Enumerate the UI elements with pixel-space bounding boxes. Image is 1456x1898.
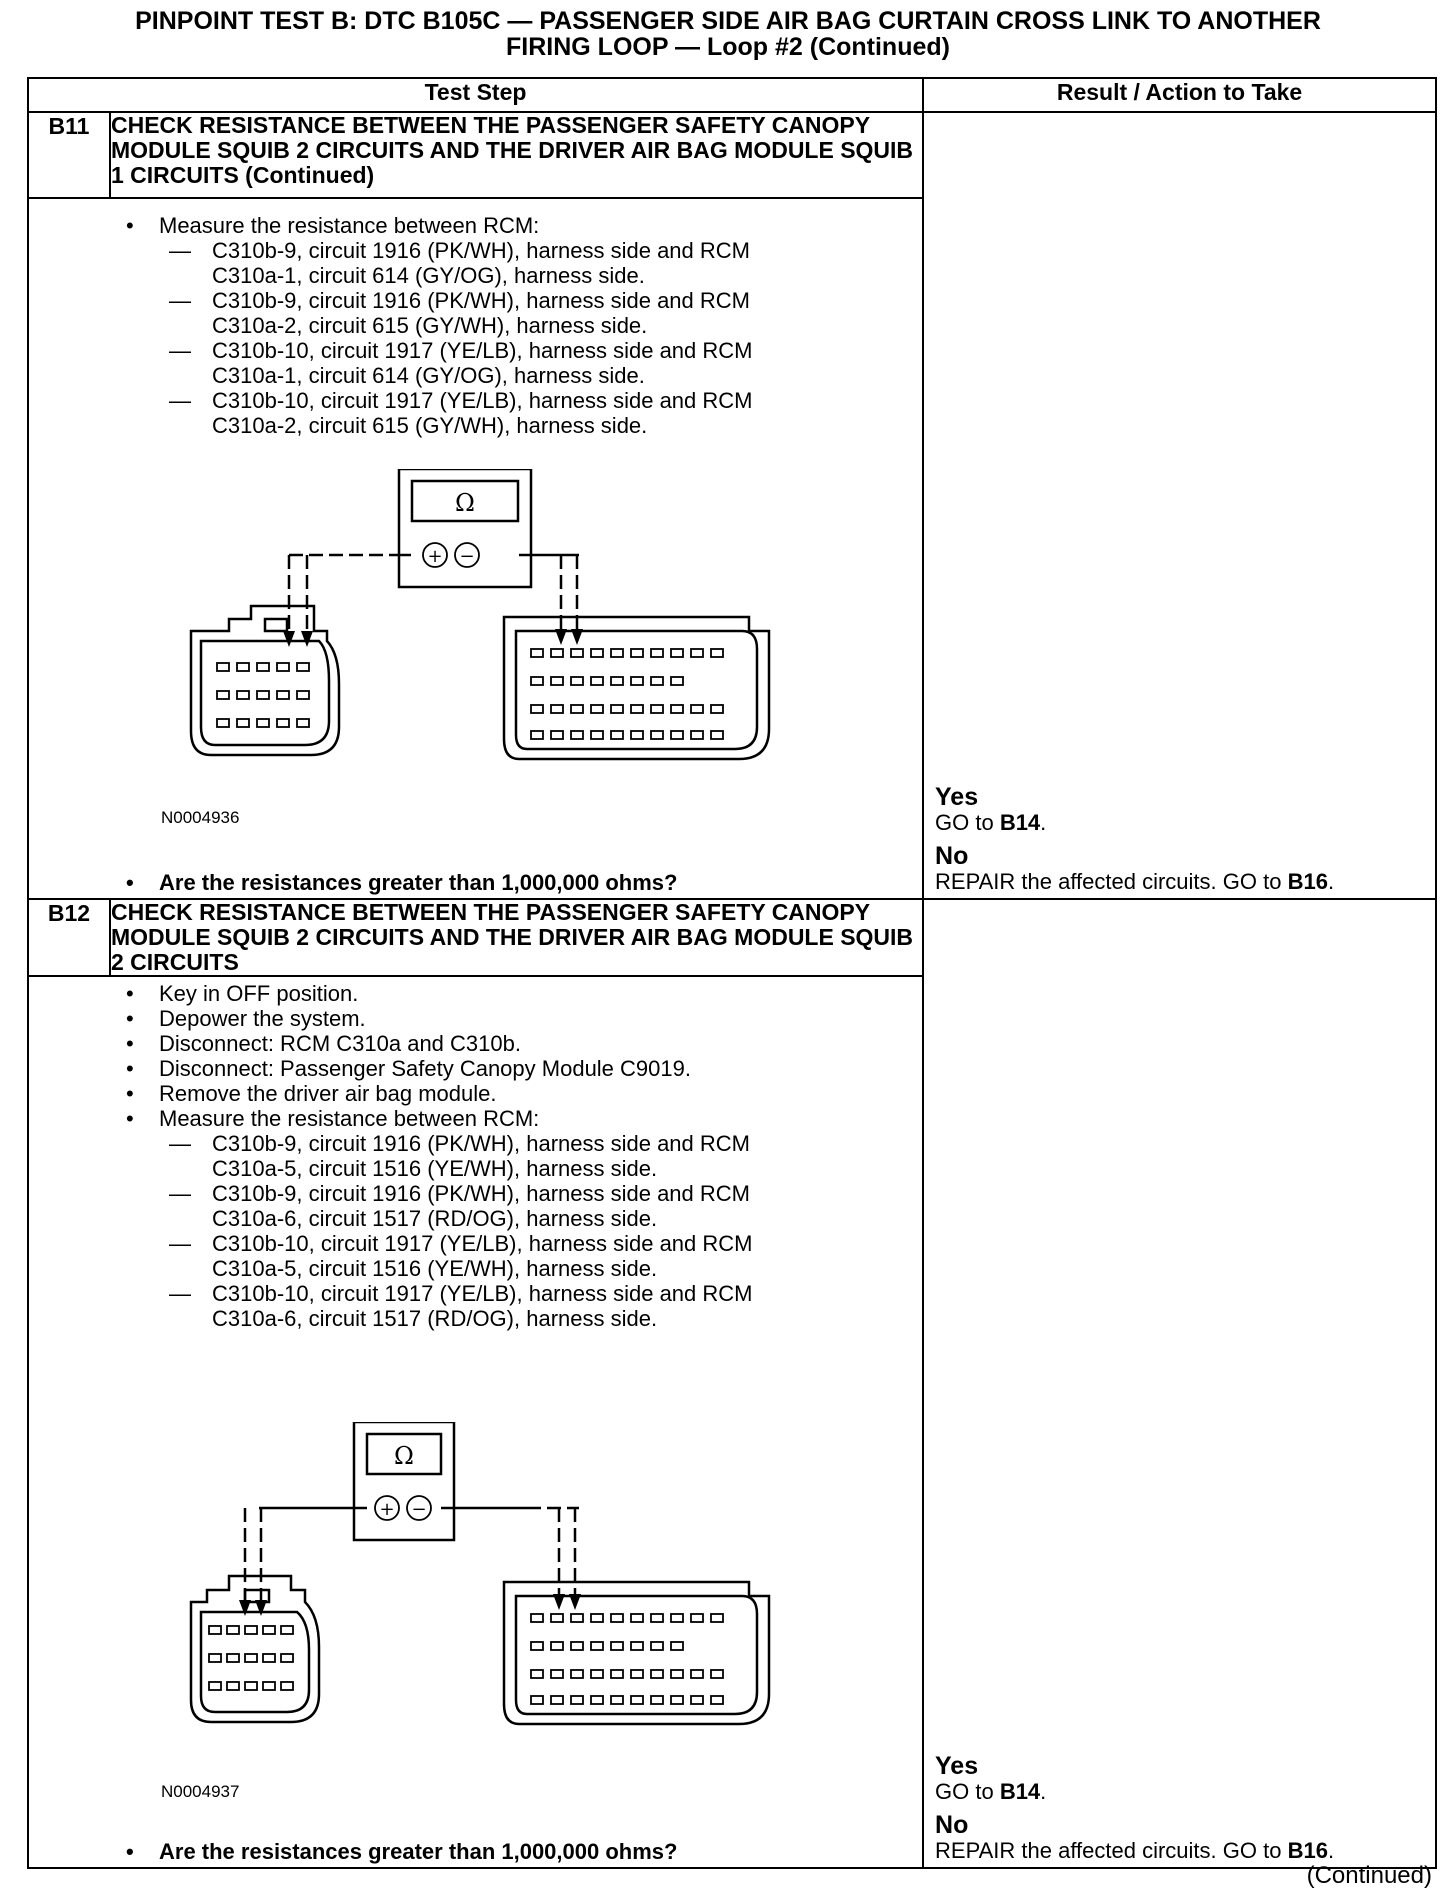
result-actions: Yes GO to B14. No REPAIR the affected ci… [935,1753,1334,1863]
step-id: B12 [27,898,111,977]
no-action: REPAIR the affected circuits. GO to B16. [935,869,1335,894]
sub-item: —C310b-10, circuit 1917 (YE/LB), harness… [169,1231,753,1281]
step-id: B11 [27,111,111,199]
step-b12-result: Yes GO to B14. No REPAIR the affected ci… [922,898,1438,1869]
title-line-1: PINPOINT TEST B: DTC B105C — PASSENGER S… [135,7,1321,35]
step-question: •Are the resistances greater than 1,000,… [126,870,678,895]
ohm-symbol: Ω [455,489,475,517]
no-target-link[interactable]: B16 [1287,1838,1328,1863]
ohmmeter-connector-diagram: Ω + − [189,1422,771,1726]
step-b11-body: •Measure the resistance between RCM: —C3… [26,197,925,900]
meter-minus-terminal [454,542,480,568]
yes-label: Yes [935,1752,979,1780]
no-target-link[interactable]: B16 [1287,869,1328,894]
meter-minus-terminal [406,1495,432,1521]
figure-id: N0004936 [161,808,240,827]
sub-item: —C310b-9, circuit 1916 (PK/WH), harness … [169,1181,750,1231]
sub-item: —C310b-10, circuit 1917 (YE/LB), harness… [169,1281,753,1331]
result-header: Result / Action to Take [922,77,1438,113]
pinpoint-test-table: Test Step Result / Action to Take B11 CH… [26,77,1438,1869]
yes-target-link[interactable]: B14 [999,810,1041,835]
test-step-header: Test Step [26,77,925,113]
step-b12-heading-row: B12 CHECK RESISTANCE BETWEEN THE PASSENG… [27,898,1438,1869]
step-heading: CHECK RESISTANCE BETWEEN THE PASSENGER S… [108,898,925,977]
sub-item: —C310b-10, circuit 1917 (YE/LB), harness… [169,338,753,388]
plus-symbol: + [379,1499,394,1520]
meter-plus-terminal [374,1495,400,1521]
minus-symbol: − [459,546,474,567]
no-label: No [935,1811,969,1839]
ohm-symbol: Ω [394,1442,414,1470]
step-heading: CHECK RESISTANCE BETWEEN THE PASSENGER S… [108,111,925,199]
yes-label: Yes [935,783,979,811]
yes-target-link[interactable]: B14 [999,1779,1041,1804]
result-actions: Yes GO to B14. No REPAIR the affected ci… [935,784,1334,894]
no-label: No [935,842,969,870]
bullet-item: •Disconnect: RCM C310a and C310b. [126,1031,521,1056]
bullet-item: •Measure the resistance between RCM: [126,1106,540,1131]
yes-action: GO to B14. [935,1779,1047,1804]
step-b11-heading-row: B11 CHECK RESISTANCE BETWEEN THE PASSENG… [27,111,1438,900]
step-b11-result: Yes GO to B14. No REPAIR the affected ci… [922,111,1438,900]
title-line-2: FIRING LOOP — Loop #2 (Continued) [506,33,950,61]
bullet-item: •Depower the system. [126,1006,366,1031]
sub-item: —C310b-10, circuit 1917 (YE/LB), harness… [169,388,753,438]
sub-item: —C310b-9, circuit 1916 (PK/WH), harness … [169,238,750,288]
meter-plus-terminal [422,542,448,568]
bullet-item: •Disconnect: Passenger Safety Canopy Mod… [126,1056,691,1081]
plus-symbol: + [427,546,442,567]
bullet-item: •Measure the resistance between RCM: [126,213,540,238]
ohmmeter-icon [352,1422,456,1542]
minus-symbol: − [411,1499,426,1520]
ohmmeter-connector-diagram: Ω + − [189,469,771,761]
ohmmeter-icon [397,469,533,589]
sub-item: —C310b-9, circuit 1916 (PK/WH), harness … [169,1131,750,1181]
figure-id: N0004937 [161,1782,240,1801]
continued-footer: (Continued) [1306,1862,1432,1889]
page-title: PINPOINT TEST B: DTC B105C — PASSENGER S… [0,8,1456,60]
bullet-item: •Remove the driver air bag module. [126,1081,497,1106]
step-question: •Are the resistances greater than 1,000,… [126,1839,678,1864]
sub-item: —C310b-9, circuit 1916 (PK/WH), harness … [169,288,750,338]
bullet-item: •Key in OFF position. [126,981,359,1006]
yes-action: GO to B14. [935,810,1047,835]
no-action: REPAIR the affected circuits. GO to B16. [935,1838,1335,1863]
step-b12-body: •Key in OFF position. •Depower the syste… [26,975,925,1869]
